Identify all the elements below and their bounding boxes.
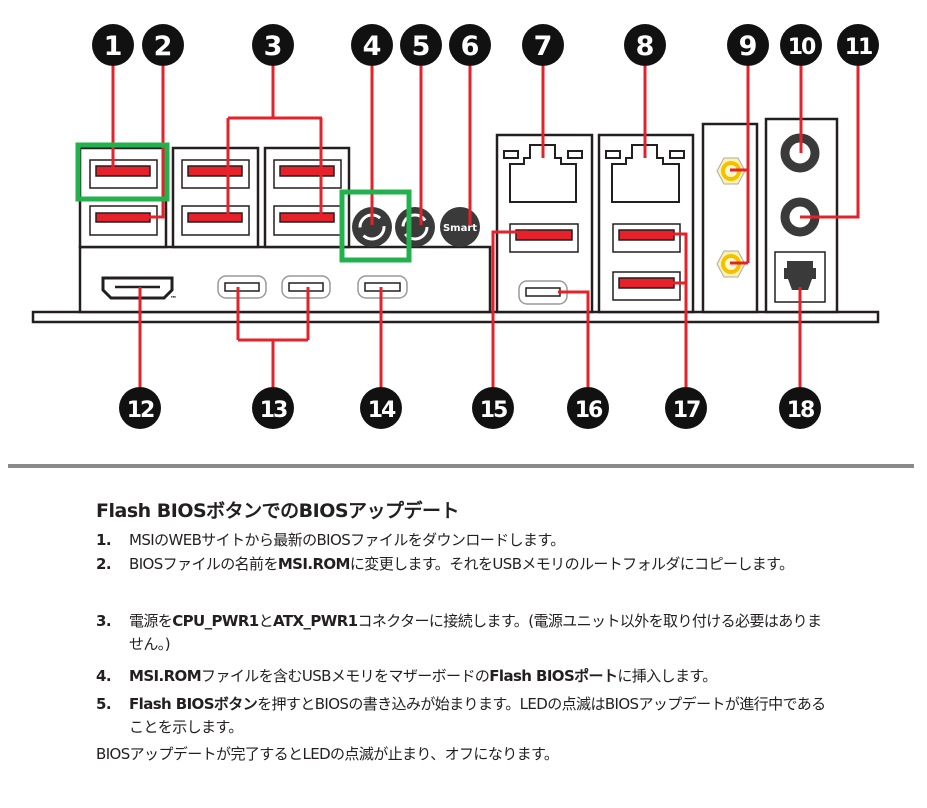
svg-text:13: 13 [260,398,287,423]
section-divider [8,464,914,468]
svg-text:18: 18 [787,398,814,423]
step-text: MSI.ROMファイルを含むUSBメモリをマザーボードのFlash BIOSポー… [129,665,829,688]
svg-text:6: 6 [461,31,480,62]
flash-bios-port-highlight [75,142,170,202]
usb-a-port [273,205,342,236]
step-text: Flash BIOSボタンを押すとBIOSの書き込みが始まります。LEDの点滅は… [129,693,829,739]
text-segment: Flash BIOSポート [489,667,618,685]
callout-14: 14 [360,387,402,429]
closing-note: BIOSアップデートが完了するとLEDの点滅が止まり、オフになります。 [96,745,559,763]
svg-text:15: 15 [480,398,507,423]
callout-3: 3 [252,24,294,66]
usb-a-port [273,159,342,189]
callout-11: 11 [837,24,879,66]
svg-text:4: 4 [363,31,382,62]
step-number: 4. [96,667,112,685]
callout-17: 17 [665,387,707,429]
step-number: 3. [96,612,112,630]
callout-18: 18 [779,387,821,429]
callout-12: 12 [119,387,161,429]
svg-text:11: 11 [845,35,872,60]
svg-text:14: 14 [368,398,396,423]
svg-text:7: 7 [534,31,553,62]
usb-a-port [89,159,158,189]
usb-a-port [89,205,158,236]
step-text: MSIのWEBサイトから最新のBIOSファイルをダウンロードします。 [129,529,829,552]
svg-text:2: 2 [154,31,173,62]
callout-8: 8 [624,24,666,66]
svg-text:1: 1 [104,31,123,62]
clear-cmos-button [395,207,435,247]
callout-15: 15 [472,387,514,429]
usb-a-port [181,205,250,236]
callout-1: 1 [92,24,134,66]
callout-13: 13 [252,387,294,429]
svg-text:Smart: Smart [443,223,477,234]
svg-text:5: 5 [412,31,431,62]
usb-a-port [612,271,681,301]
svg-text:10: 10 [788,35,816,60]
usb-a-port [612,223,681,253]
text-segment: ファイルを含むUSBメモリをマザーボードの [201,667,490,685]
rear-io-panel-diagram: ™ Smart 1 2 3 4 5 6 7 8 9 10 11 12 13 [31,24,880,429]
text-segment: に変更します。それをUSBメモリのルートフォルダにコピーします。 [349,555,794,573]
callout-10: 10 [780,24,822,66]
text-segment: に挿入します。 [617,667,717,685]
svg-text:9: 9 [739,31,758,62]
callout-9: 9 [727,24,769,66]
usb-c-port [281,275,331,299]
usb-a-port [181,159,250,189]
text-segment: MSIのWEBサイトから最新のBIOSファイルをダウンロードします。 [129,531,565,549]
svg-text:16: 16 [575,398,603,423]
text-segment: CPU_PWR1 [172,612,259,630]
text-segment: と [258,612,274,630]
base-plate [31,310,880,324]
text-segment: MSI.ROM [129,667,202,685]
text-segment: を押すとBIOSの書き込みが始まります。LEDの点滅はBIOSアップデートが進行… [129,695,826,736]
usb-c-port [217,275,267,299]
text-segment: BIOSファイルの名前を [129,555,278,573]
callout-2: 2 [142,24,184,66]
callout-5: 5 [400,24,442,66]
step-text: 電源をCPU_PWR1とATX_PWR1コネクターに接続します。(電源ユニット以… [129,610,829,656]
text-segment: Flash BIOSボタン [129,695,258,713]
callout-lines [111,66,860,387]
smart-button: Smart [440,207,480,247]
step-number: 2. [96,555,112,573]
trademark-mark: ™ [170,295,177,303]
flash-bios-button-highlight [339,189,412,263]
hdmi-port: ™ [101,276,177,303]
callout-4: 4 [351,24,393,66]
section-title: Flash BIOSボタンでのBIOSアップデート [96,500,460,522]
lan-port-icon [503,144,583,203]
step-number: 5. [96,695,112,713]
svg-text:3: 3 [264,31,283,62]
callout-6: 6 [449,24,491,66]
text-segment: MSI.ROM [277,555,351,573]
step-text: BIOSファイルの名前をMSI.ROMに変更します。それをUSBメモリのルートフ… [129,553,829,576]
text-segment: 電源を [129,612,173,630]
callout-7: 7 [522,24,564,66]
step-number: 1. [96,531,112,549]
svg-text:17: 17 [673,398,700,423]
lan-port-icon [605,144,685,203]
svg-text:8: 8 [636,31,655,62]
text-segment: コネクターに接続します。(電源ユニット以外を取り付ける必要はありません。) [129,612,822,653]
callout-16: 16 [567,387,609,429]
text-segment: ATX_PWR1 [273,612,358,630]
svg-text:12: 12 [127,398,154,423]
usb-a-port [509,223,579,253]
